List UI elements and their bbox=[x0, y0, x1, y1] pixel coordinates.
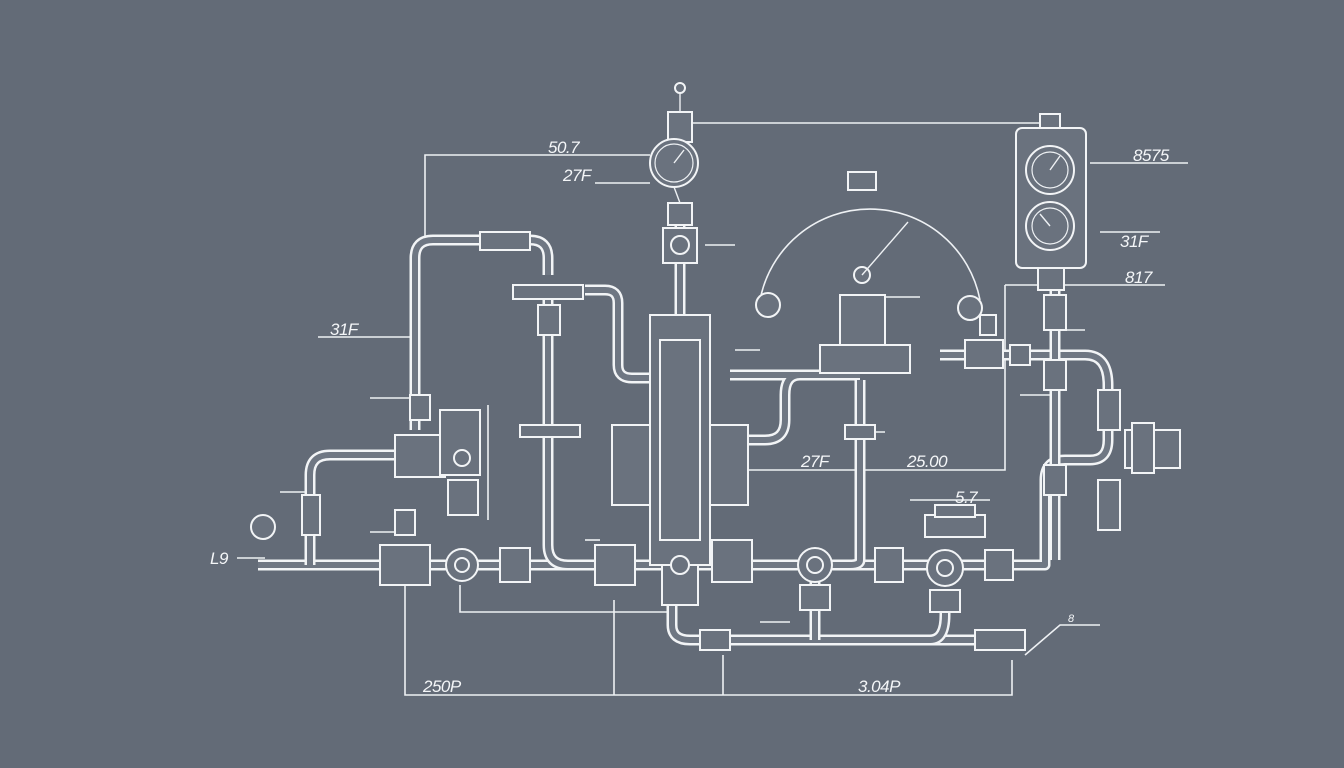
pipe-inner bbox=[545, 300, 569, 568]
label-center-left: 27F bbox=[800, 452, 831, 471]
pipe-inner bbox=[412, 237, 551, 430]
ring-fitting bbox=[250, 514, 276, 540]
label-right-valve: 5.7 bbox=[955, 488, 978, 507]
pipe-inner bbox=[307, 452, 400, 565]
pipe-inner bbox=[849, 380, 863, 568]
label-right-box-low: 817 bbox=[1125, 268, 1153, 287]
label-bottom-left: 250P bbox=[422, 677, 462, 696]
measurement-labels: 50.7 27F 31F 8575 31F 817 27F 25.00 5.7 … bbox=[210, 138, 1170, 696]
label-top-gauge-upper: 50.7 bbox=[548, 138, 580, 157]
pipe-inner bbox=[730, 372, 803, 443]
label-right-box-mid: 31F bbox=[1120, 232, 1150, 251]
label-left-pipe: 31F bbox=[330, 320, 360, 339]
label-bottom-right: 3.04P bbox=[858, 677, 901, 696]
components bbox=[250, 82, 1181, 651]
pipe-inner bbox=[669, 600, 1025, 643]
label-far-left: L9 bbox=[210, 549, 229, 568]
dimension-lines bbox=[237, 122, 1188, 696]
label-right-box-top: 8575 bbox=[1133, 146, 1170, 165]
label-bottom-far-right: 8 bbox=[1068, 613, 1075, 625]
label-top-gauge-lower: 27F bbox=[562, 166, 593, 185]
pipe-inner bbox=[585, 287, 650, 381]
instrument-arc bbox=[759, 208, 981, 301]
arc-tag bbox=[847, 171, 877, 191]
label-center-right: 25.00 bbox=[906, 452, 948, 471]
pipe-inner bbox=[929, 590, 948, 643]
